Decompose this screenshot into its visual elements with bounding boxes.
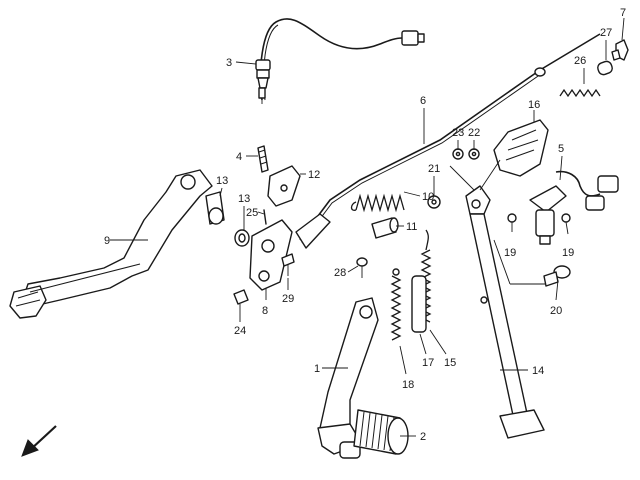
callout-1: 1 — [314, 363, 320, 375]
callout-19a: 19 — [504, 247, 516, 259]
callout-13a: 13 — [216, 175, 228, 187]
callout-19b: 19 — [562, 247, 574, 259]
part-20-pivot-bolt[interactable] — [543, 265, 571, 287]
part-18-stop-switch-spring[interactable] — [390, 268, 402, 341]
callout-26: 26 — [574, 55, 586, 67]
callout-18: 18 — [402, 379, 414, 391]
part-19b-bolt[interactable] — [561, 213, 571, 235]
callout-15: 15 — [444, 357, 456, 369]
callout-8: 8 — [262, 305, 268, 317]
part-19a-bolt[interactable] — [507, 213, 517, 232]
part-23-washer[interactable] — [452, 148, 464, 160]
part-8-pedal-plate[interactable] — [249, 219, 293, 291]
part-2-kick-rubber[interactable] — [353, 409, 409, 455]
callout-9: 9 — [104, 235, 110, 247]
part-4-pivot-pin[interactable] — [257, 145, 269, 173]
part-10-return-spring[interactable] — [350, 193, 405, 213]
front-direction-arrow-icon — [21, 425, 57, 457]
callout-21: 21 — [428, 163, 440, 175]
part-1-kick-starter-arm[interactable] — [317, 297, 379, 459]
callout-12: 12 — [308, 169, 320, 181]
part-7-adjusting-nut[interactable] — [611, 39, 629, 61]
part-3-brake-light-switch-cable[interactable] — [255, 18, 425, 104]
callout-28: 28 — [334, 267, 346, 279]
callout-5: 5 — [558, 143, 564, 155]
part-24-nut[interactable] — [233, 289, 249, 305]
callout-24: 24 — [234, 325, 246, 337]
callout-23: 23 — [452, 127, 464, 139]
callout-labels: 1 2 3 4 5 6 7 8 9 10 11 12 13 13 14 15 1… — [104, 7, 626, 443]
callout-2: 2 — [420, 431, 426, 443]
callout-20: 20 — [550, 305, 562, 317]
part-11-collar[interactable] — [371, 217, 399, 239]
callout-11: 11 — [406, 221, 417, 233]
callout-4: 4 — [236, 151, 242, 163]
part-25-pin[interactable] — [263, 209, 267, 225]
callout-13b: 13 — [238, 193, 250, 205]
callout-7: 7 — [620, 7, 626, 19]
callout-3: 3 — [226, 57, 232, 69]
part-12-bracket[interactable] — [267, 165, 301, 207]
callout-10: 10 — [422, 191, 434, 203]
part-13b-washer[interactable] — [234, 229, 250, 247]
part-9-gear-change-pedal[interactable] — [9, 169, 213, 319]
part-22-nut[interactable] — [468, 148, 480, 160]
part-17-spring-collar[interactable] — [411, 275, 427, 333]
callout-17: 17 — [422, 357, 434, 369]
part-5-side-stand-switch[interactable] — [529, 170, 619, 245]
leader-lines — [110, 17, 625, 437]
part-14-side-stand[interactable] — [465, 185, 545, 439]
callout-16: 16 — [528, 99, 540, 111]
part-28-bolt[interactable] — [356, 257, 368, 278]
callout-25: 25 — [246, 207, 258, 219]
callout-6: 6 — [420, 95, 426, 107]
part-16-switch-cover[interactable] — [493, 119, 549, 177]
part-29-bolt[interactable] — [281, 253, 295, 276]
part-13a-spacer[interactable] — [205, 191, 225, 225]
part-6-brake-rod[interactable] — [295, 33, 601, 249]
part-26-brake-rod-spring[interactable] — [559, 88, 601, 98]
callout-22: 22 — [468, 127, 480, 139]
callout-14: 14 — [532, 365, 544, 377]
part-21-nut[interactable] — [427, 195, 441, 209]
callout-27: 27 — [600, 27, 612, 39]
part-27-joint-pin[interactable] — [596, 60, 613, 76]
callout-29: 29 — [282, 293, 294, 305]
